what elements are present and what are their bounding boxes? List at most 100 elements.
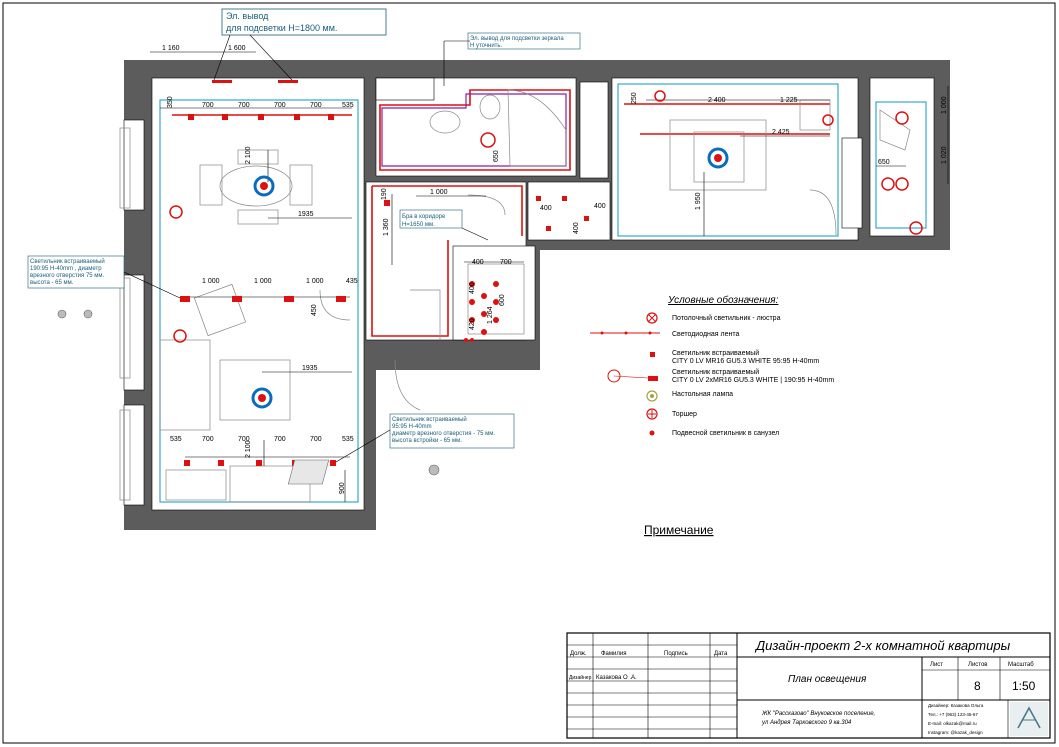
- dim-living-row-left: 350: [167, 96, 174, 108]
- dim-top-a: 1 160: [162, 45, 180, 52]
- floor-lamp-icon: [173, 329, 187, 343]
- dim-mid-v: 450: [311, 304, 318, 316]
- dim-kitchen-v: 2 100: [245, 146, 252, 164]
- tb-author: Казакова О .А.: [596, 675, 637, 681]
- dim-mid-3: 1 000: [306, 278, 324, 285]
- note-heading: Примечание: [644, 523, 714, 537]
- dim-bottom-4: 700: [274, 436, 286, 443]
- dim-bed-1225: 1 225: [780, 97, 798, 104]
- callout-mirror-outlet: Эл. вывод для подсветки зеркала Н уточни…: [443, 32, 581, 86]
- svg-text:190:95 H-40mm , диаметр: 190:95 H-40mm , диаметр: [30, 266, 102, 272]
- rooms: [123, 77, 935, 511]
- tb-col-data: Дата: [714, 651, 728, 657]
- dim-corridor-1360: 1 360: [383, 218, 390, 236]
- title-block: Долж. Фамилия Подпись Дата Дизайнер Каза…: [566, 632, 1051, 739]
- tb-address-1: ЖК "Рассказово" Внуковское поселение,: [761, 711, 875, 717]
- tb-col-familiya: Фамилия: [601, 651, 626, 657]
- recessed-single-symbol-icon: [650, 352, 655, 357]
- chandelier-icon: [253, 175, 275, 197]
- svg-text:Эл. вывод для подсветки зеркал: Эл. вывод для подсветки зеркала: [470, 36, 564, 42]
- legend: Условные обозначения: Потолочный светиль…: [590, 294, 834, 437]
- tb-hdr-listov: Листов: [968, 662, 988, 668]
- chandelier-icon: [480, 132, 496, 148]
- dim-living-row-5: 535: [342, 102, 354, 109]
- dim-bed-2400: 2 400: [708, 97, 726, 104]
- legend-item-pendant-bath: Подвесной светильник в санузел: [672, 429, 779, 437]
- dim-living-row-3: 700: [274, 102, 286, 109]
- floor-lamp-symbol-icon: [646, 408, 658, 420]
- dim-bottom-2: 700: [202, 436, 214, 443]
- svg-text:Светильник встраиваемый: Светильник встраиваемый: [392, 416, 467, 423]
- tb-project: Дизайн-проект 2-х комнатной квартиры: [754, 638, 1011, 653]
- recessed-double-symbol-icon: [607, 369, 621, 383]
- tb-role: Дизайнер: [569, 674, 592, 681]
- dim-closet-600: 600: [499, 294, 506, 306]
- svg-text:Эл. вывод: Эл. вывод: [226, 11, 269, 21]
- dimension-labels: 1 160 1 600 350 700 700 700 700 535 2 10…: [162, 45, 948, 494]
- legend-title: Условные обозначения:: [667, 294, 779, 306]
- tb-col-podpis: Подпись: [664, 651, 688, 657]
- floor-lamp-icon: [909, 221, 923, 235]
- tb-contact-2: Тел.: +7 (963) 123-45-67: [928, 712, 978, 717]
- tb-sheet-title: План освещения: [788, 674, 867, 685]
- legend-item-floor-lamp: Торшер: [672, 411, 697, 418]
- dim-corridor-1000: 1 000: [430, 189, 448, 196]
- dim-bottom-v-a: 2 100: [245, 440, 252, 458]
- dim-bath-650: 650: [493, 150, 500, 162]
- dim-closet-700: 700: [500, 259, 512, 266]
- dim-bed-2425: 2 425: [772, 129, 790, 136]
- svg-text:для подсветки H=1800 мм.: для подсветки H=1800 мм.: [226, 23, 337, 33]
- tb-contact-1: Дизайнер: Казакова Ольга: [928, 702, 984, 708]
- chandelier-symbol-icon: [646, 312, 658, 324]
- tb-contact-4: Instagram: @kazak_design: [928, 730, 983, 735]
- tb-scale: 1:50: [1012, 679, 1036, 693]
- dim-1935-a: 1935: [298, 211, 314, 218]
- dim-corridor-190: 190: [381, 188, 388, 200]
- legend-item-recessed-single-model: CITY 0 LV MR16 GU5.3 WHITE 95:95 H-40mm: [672, 358, 819, 365]
- callout-recessed-center: Светильник встраиваемый 95:95 H-40mm диа…: [287, 413, 515, 485]
- tb-sheet-number: 8: [974, 679, 981, 693]
- dim-closet-420: 420: [469, 318, 476, 330]
- floor-lamp-icon: [881, 177, 895, 191]
- floor-lamp-icon: [654, 90, 666, 102]
- dim-bottom-6: 535: [342, 436, 354, 443]
- svg-text:Светильник встраиваемый: Светильник встраиваемый: [30, 258, 105, 265]
- svg-text:Н уточнить.: Н уточнить.: [470, 43, 503, 49]
- dim-closet-1264: 1 264: [487, 306, 494, 324]
- floor-lamp-icon: [822, 114, 834, 126]
- dim-1935-b: 1935: [302, 365, 318, 372]
- svg-text:Н=1650 мм.: Н=1650 мм.: [402, 222, 435, 228]
- dim-hall-400-a: 400: [540, 205, 552, 212]
- dim-hall-400-c: 400: [573, 222, 580, 234]
- svg-text:высота - 65 мм.: высота - 65 мм.: [30, 280, 74, 286]
- legend-item-recessed-double: Светильник встраиваемый: [672, 368, 759, 376]
- dim-hall-400-b: 400: [594, 203, 606, 210]
- pendant-bath-symbol-icon: [649, 430, 655, 436]
- callout-bracket-outlet: Эл. вывод для подсветки H=1800 мм.: [213, 8, 387, 81]
- dim-bottom-v-b: 900: [339, 482, 346, 494]
- dim-closet-400-b: 400: [469, 282, 476, 294]
- floor-lamp-icon: [895, 177, 909, 191]
- dim-balc-1020: 1 020: [941, 146, 948, 164]
- dim-bed-1950: 1 950: [695, 192, 702, 210]
- legend-item-led-strip: Светодиодная лента: [672, 331, 740, 338]
- tb-col-dolzh: Долж.: [570, 651, 587, 657]
- floor-lamp-icon: [895, 111, 909, 125]
- chandelier-icon: [251, 387, 273, 409]
- legend-item-chandelier: Потолочный светильник - люстра: [672, 314, 781, 322]
- table-lamp-symbol-icon: [646, 390, 658, 402]
- dim-closet-400-a: 400: [472, 259, 484, 266]
- dim-living-row-4: 700: [310, 102, 322, 109]
- dim-top-b: 1 600: [228, 45, 246, 52]
- chandelier-icon: [707, 147, 729, 169]
- svg-text:95:95 H-40mm: 95:95 H-40mm: [392, 424, 432, 430]
- light-fixtures: [169, 80, 923, 466]
- dim-mid-right: 435: [346, 278, 358, 285]
- dim-bottom-3: 700: [238, 436, 250, 443]
- tb-address-2: ул Андрея Тарковского 9 кв.304: [761, 720, 852, 726]
- dim-bottom-5: 700: [310, 436, 322, 443]
- legend-item-recessed-double-model: CITY 0 LV 2xMR16 GU5.3 WHITE | 190:95 H-…: [672, 377, 834, 384]
- dim-living-row-1: 700: [202, 102, 214, 109]
- tb-contact-3: E-mail: olkazak@mail.ru: [928, 721, 977, 726]
